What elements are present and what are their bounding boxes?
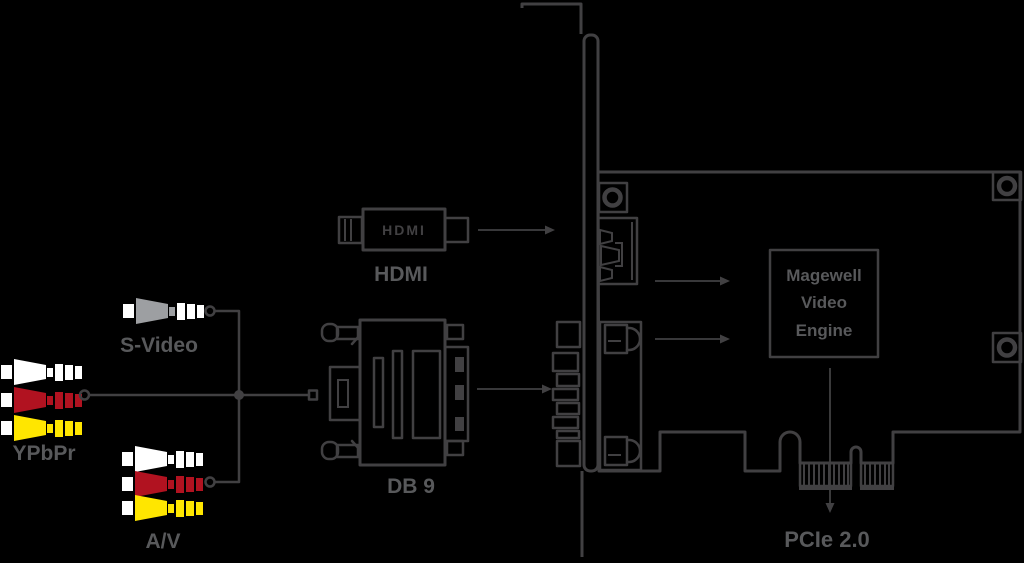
arrow-db9-to-bracket bbox=[477, 384, 552, 394]
svideo-barrel bbox=[177, 303, 204, 320]
arrow-hdmi-port-to-engine bbox=[655, 276, 730, 286]
av-yellow-tip bbox=[122, 501, 133, 515]
ypbpr-white-barrel bbox=[55, 364, 82, 381]
db9-cable-block-slot bbox=[337, 379, 349, 408]
pci-bracket bbox=[520, 2, 643, 557]
pcie-edge-connector bbox=[798, 461, 895, 490]
av-white-tip bbox=[122, 452, 133, 466]
db9-thumbscrew-bottom bbox=[320, 440, 340, 461]
av-white-barrel bbox=[176, 451, 203, 468]
av-white-body bbox=[135, 446, 174, 472]
db9-slat-1 bbox=[372, 356, 385, 429]
arrow-engine-to-pcie bbox=[825, 368, 835, 513]
ypbpr-red-body bbox=[14, 387, 53, 413]
ypbpr-plugs-icon bbox=[1, 359, 82, 441]
hdmi-logo: HDMI bbox=[382, 222, 426, 238]
arrowhead bbox=[542, 384, 552, 394]
svideo-terminal bbox=[204, 305, 216, 317]
av-label: A/V bbox=[145, 530, 180, 553]
av-plugs-icon bbox=[122, 446, 203, 521]
wire-junction-dot bbox=[234, 390, 244, 400]
ypbpr-yellow-body bbox=[14, 415, 53, 441]
hdmi-cable-ribs bbox=[344, 219, 352, 241]
av-red-tip bbox=[122, 477, 133, 491]
analog-wiring bbox=[78, 305, 319, 488]
bracket-bar bbox=[582, 33, 600, 473]
pcie-label: PCIe 2.0 bbox=[784, 527, 870, 552]
mount-hole-box-top bbox=[991, 170, 1023, 202]
av-terminal bbox=[204, 476, 216, 488]
mount-hole-bottom-icon bbox=[996, 337, 1018, 358]
svideo-label: S-Video bbox=[120, 334, 198, 357]
ypbpr-red-barrel bbox=[55, 392, 82, 409]
pcb-outline bbox=[596, 170, 1022, 473]
pcb-card: Magewell Video Engine PCIe 2.0 bbox=[596, 170, 1023, 552]
engine-label-line3: Engine bbox=[796, 321, 853, 340]
db9-slat-2 bbox=[391, 349, 404, 440]
mount-hole-box-bottom bbox=[991, 331, 1023, 364]
av-red-body bbox=[135, 471, 174, 497]
arrow-hdmi-to-bracket bbox=[478, 225, 555, 235]
ypbpr-label: YPbPr bbox=[12, 442, 75, 465]
db9-cable-block bbox=[328, 365, 362, 422]
db9-tab-bottom bbox=[445, 439, 465, 457]
hdmi-label: HDMI bbox=[374, 263, 428, 286]
db9-slat-3 bbox=[411, 349, 442, 440]
svideo-body bbox=[136, 298, 175, 324]
svideo-tip bbox=[123, 304, 134, 318]
magewell-video-engine-box: Magewell Video Engine bbox=[768, 248, 880, 359]
db9-body-bevels bbox=[350, 333, 362, 452]
db9-tab-top bbox=[445, 323, 465, 341]
av-red-barrel bbox=[176, 476, 203, 493]
db9-thumbscrew-top bbox=[320, 322, 340, 343]
mount-hole-top-icon bbox=[996, 175, 1018, 197]
ypbpr-yellow-barrel bbox=[55, 420, 82, 437]
svideo-plug-icon bbox=[123, 298, 204, 324]
engine-box-outline bbox=[768, 248, 880, 359]
arrowhead bbox=[720, 276, 730, 286]
bracket-tab bbox=[520, 2, 583, 34]
engine-label-line2: Video bbox=[801, 293, 847, 312]
db9-label: DB 9 bbox=[387, 475, 435, 498]
db9-wire-terminal bbox=[307, 389, 319, 401]
av-yellow-barrel bbox=[176, 500, 203, 517]
db9-plug-icon bbox=[320, 318, 470, 467]
ypbpr-white-body bbox=[14, 359, 53, 385]
arrowhead bbox=[720, 334, 730, 344]
db9-contact-1 bbox=[455, 357, 464, 372]
db9-thumbscrew-bottom-stem bbox=[335, 443, 360, 459]
db9-contact-3 bbox=[455, 417, 464, 431]
engine-label-line1: Magewell bbox=[786, 266, 862, 285]
db9-contact-2 bbox=[455, 385, 464, 400]
bracket-hdmi-port bbox=[596, 216, 639, 286]
ypbpr-red-tip bbox=[1, 393, 12, 407]
bracket-screw-hole-icon bbox=[602, 187, 623, 208]
av-yellow-body bbox=[135, 495, 174, 521]
db9-thumbscrew-top-stem bbox=[335, 325, 360, 341]
ypbpr-yellow-tip bbox=[1, 421, 12, 435]
ypbpr-white-tip bbox=[1, 365, 12, 379]
bracket-db9-shell-ribs bbox=[551, 320, 582, 468]
bracket-db9-housing bbox=[598, 320, 643, 472]
arrow-db9-port-to-engine bbox=[655, 334, 730, 344]
arrowhead bbox=[825, 503, 835, 513]
hdmi-plug-tip bbox=[443, 216, 470, 244]
hdmi-plug-icon: HDMI bbox=[337, 207, 470, 252]
arrowhead bbox=[545, 225, 555, 235]
